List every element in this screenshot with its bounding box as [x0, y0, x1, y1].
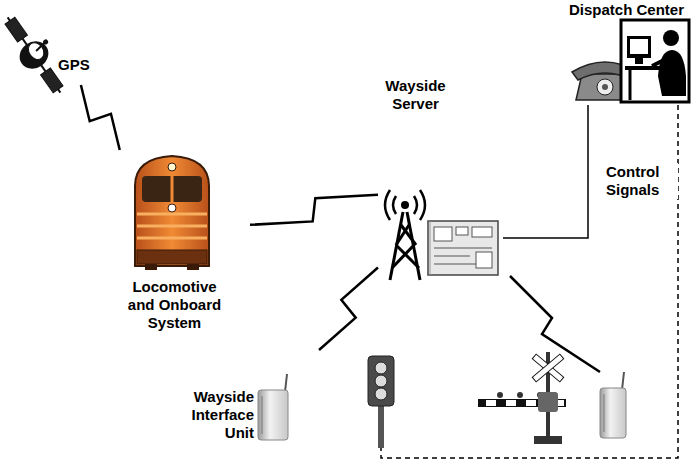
server-box — [430, 221, 431, 275]
edge-label: Control Signals — [604, 163, 678, 199]
locomotive-node: Locomotive and Onboard System — [100, 150, 250, 335]
gps-node: GPS — [10, 15, 110, 85]
wayside-interface-unit-icon — [600, 388, 626, 438]
server-box — [434, 227, 452, 241]
locomotive-icon — [135, 156, 209, 266]
dispatcher-icon — [621, 20, 689, 102]
traffic-signal — [375, 388, 387, 400]
crossing-gate — [506, 400, 516, 406]
wireless-link — [81, 85, 120, 150]
node-label: GPS — [58, 56, 106, 74]
dispatcher-icon — [663, 30, 679, 46]
gps-satellite — [14, 36, 53, 75]
wayside-interface-unit-icon — [258, 390, 288, 440]
locomotive-icon — [137, 225, 207, 228]
radio-tower — [385, 190, 390, 220]
radio-tower — [414, 196, 417, 214]
telephone-icon — [602, 84, 608, 90]
phone-line — [503, 105, 588, 238]
gps-satellite — [0, 6, 76, 101]
radio-tower — [420, 190, 425, 220]
node-label: Locomotive and Onboard System — [122, 278, 227, 332]
server-box — [476, 252, 492, 268]
wayside-interface-unit-icon — [600, 372, 626, 438]
wayside-interface-unit-icon — [622, 372, 624, 390]
locomotive-icon — [137, 250, 207, 264]
crossing-gate — [532, 354, 563, 382]
locomotive-icon — [137, 237, 207, 240]
wayside-interface-unit-icon — [258, 374, 288, 440]
dispatcher-icon — [658, 50, 686, 96]
locomotive-icon — [168, 204, 176, 212]
crossing-gate — [486, 400, 496, 406]
wayside-interface-unit-node: Wayside Interface Unit — [168, 350, 400, 448]
locomotive-icon — [145, 264, 157, 270]
radio-tower — [385, 190, 425, 220]
server-box — [434, 264, 480, 265]
radio-tower — [401, 201, 409, 209]
crossing-gate — [532, 354, 563, 382]
locomotive-icon — [171, 176, 174, 202]
crossing-gate — [538, 392, 558, 412]
server-box — [472, 227, 492, 237]
wayside-interface-unit-icon — [285, 374, 287, 392]
node-label: Dispatch Center — [569, 1, 690, 19]
wayside-interface-unit-icon — [604, 394, 605, 432]
server-box — [428, 221, 498, 275]
radio-tower — [396, 245, 419, 268]
telephone-icon — [597, 79, 613, 95]
radio-tower — [392, 245, 414, 268]
locomotive-icon — [137, 213, 207, 216]
radio-tower — [385, 190, 425, 280]
server-box — [428, 221, 498, 275]
node-label: Wayside Interface Unit — [170, 388, 254, 442]
crossing-gate — [532, 354, 563, 382]
radio-tower — [396, 225, 409, 245]
locomotive-icon — [187, 264, 199, 270]
gps-satellite — [5, 17, 27, 42]
radio-tower — [393, 196, 396, 214]
dispatcher-icon — [630, 39, 648, 54]
server-box — [434, 248, 492, 249]
radio-tower — [390, 212, 420, 280]
wireless-link — [250, 195, 378, 225]
crossing-gate — [517, 392, 523, 398]
locomotive-icon — [135, 156, 209, 270]
crossing-gate — [497, 392, 503, 398]
traffic-signal — [375, 375, 387, 387]
dispatcher-icon — [652, 60, 664, 66]
locomotive-icon — [168, 163, 176, 171]
dispatcher-icon — [621, 20, 689, 102]
dispatcher-icon — [629, 70, 632, 100]
node-label: Wayside Server — [378, 77, 453, 113]
control-signal-line — [381, 105, 678, 458]
server-box — [456, 227, 468, 235]
crossing-gate — [526, 400, 536, 406]
wireless-link — [319, 267, 378, 350]
locomotive-icon — [142, 176, 202, 202]
dispatcher-icon — [625, 66, 665, 70]
wayside-interface-unit-icon — [262, 396, 263, 434]
gps-satellite — [42, 38, 49, 45]
crossing-gate — [534, 436, 562, 444]
traffic-signal — [378, 402, 384, 448]
crossing-gate — [478, 352, 566, 444]
dispatch-center-node: Dispatch Center — [565, 0, 692, 105]
dispatcher-icon — [635, 58, 643, 64]
traffic-signal — [375, 362, 387, 374]
traffic-signal — [368, 356, 394, 406]
dispatcher-icon — [627, 36, 651, 58]
traffic-signal — [368, 356, 394, 448]
gps-satellite — [0, 6, 76, 101]
server-box — [434, 256, 470, 257]
wayside-server-node: Wayside Server — [378, 75, 503, 285]
